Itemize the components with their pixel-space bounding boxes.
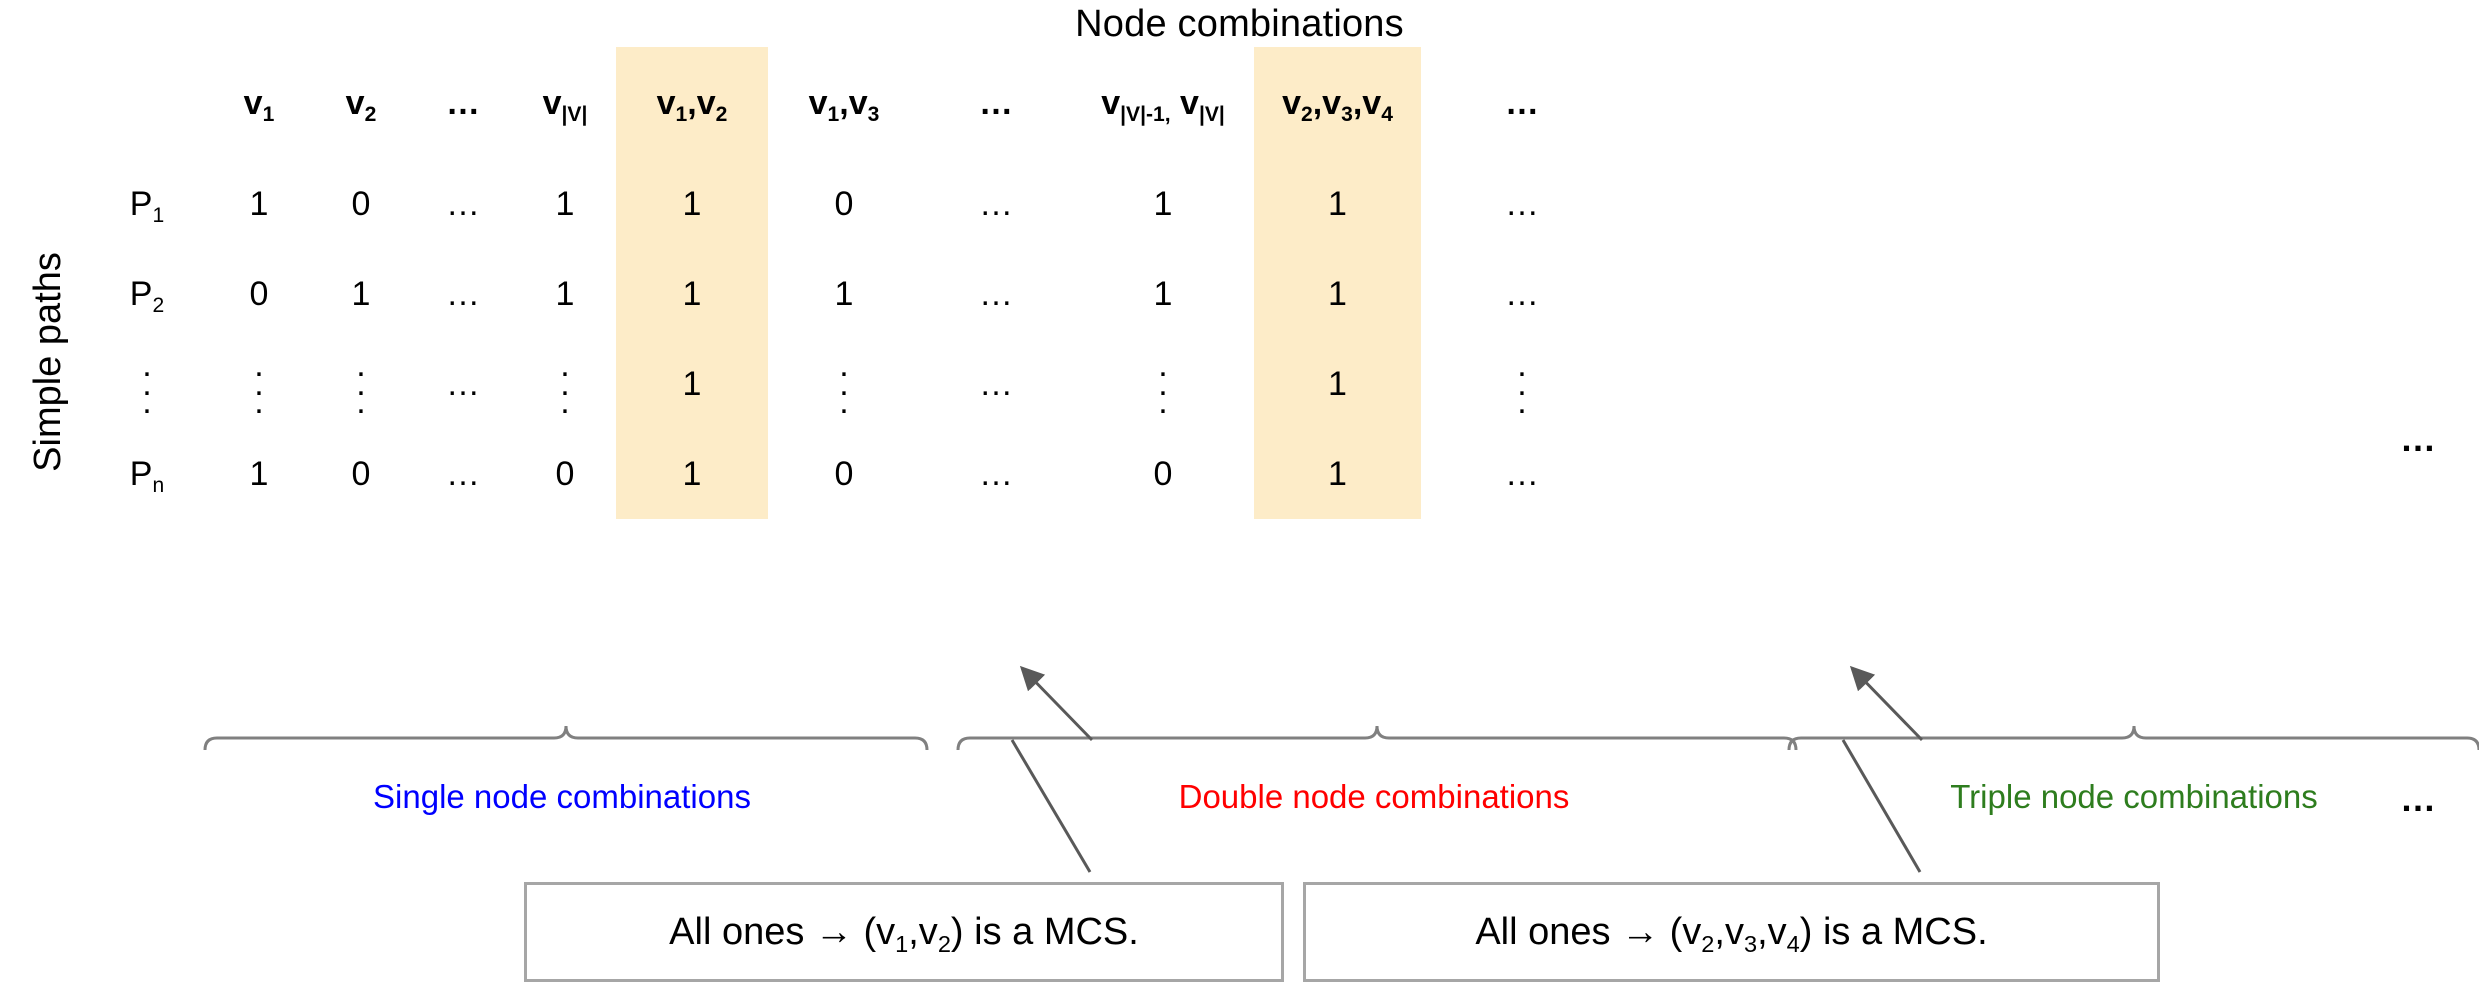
cell-pn-v1: 1	[249, 454, 269, 493]
cell-dots-v2v3v4: 1	[1254, 339, 1421, 429]
subscript: 2	[152, 293, 165, 317]
subscript: 1	[262, 102, 275, 126]
table-row: P2 0 1 … 1 1 1 … 1 1 …	[86, 249, 1623, 339]
cell-p2-tdot: …	[1505, 274, 1539, 313]
cell-dots-sdot: …	[446, 364, 480, 403]
header-text: v2	[345, 83, 377, 126]
vertical-ellipsis-icon: ...	[1517, 345, 1527, 422]
cell-p1-v1: 1	[249, 184, 269, 223]
cell-dots-v2: ...	[310, 339, 412, 429]
callout-text: All ones → (v2,v3,v4) is a MCS.	[1475, 910, 1988, 957]
row-label-p2: P2	[129, 274, 165, 317]
cell-p2-sdot: …	[446, 274, 480, 313]
vertical-ellipsis-icon: ...	[839, 345, 849, 422]
header-text: v|V|	[542, 83, 588, 126]
cell-p1-vV: 1	[555, 184, 575, 223]
column-header-vVm1-vV: v|V|-1, v|V|	[1072, 47, 1254, 159]
callout-v1v2: All ones → (v1,v2) is a MCS.	[524, 882, 1284, 982]
table-header-row: v1 v2 … v|V| v1,v2 v1,v3 … v|V|-1, v|V| …	[86, 47, 1623, 159]
cell-p2-vVm1: 1	[1153, 274, 1173, 313]
column-header-v1v3: v1,v3	[768, 47, 920, 159]
subscript: 2	[364, 102, 377, 126]
subscript: |V|	[561, 102, 588, 126]
subscript: n	[152, 473, 165, 497]
groups-continue-ellipsis: …	[2400, 778, 2440, 819]
cell-pn-tdot: …	[1505, 454, 1539, 493]
cell-p2-v2v3v4: 1	[1254, 249, 1421, 339]
column-header-v2: v2	[310, 47, 412, 159]
row-label-vdots: ...	[86, 339, 208, 429]
cell-dots-v1v2: 1	[616, 339, 768, 429]
cell-p2-v1v3: 1	[834, 274, 854, 313]
table-row: P1 1 0 … 1 1 0 … 1 1 …	[86, 159, 1623, 249]
column-header-triple-ellipsis: …	[1505, 83, 1539, 122]
callout-text: All ones → (v1,v2) is a MCS.	[669, 910, 1139, 957]
cell-dots-ddot: …	[979, 364, 1013, 403]
column-header-double-ellipsis: …	[979, 83, 1013, 122]
column-header-single-ellipsis: …	[446, 83, 480, 122]
cell-p1-tdot: …	[1505, 184, 1539, 223]
rows-continue-ellipsis: …	[2400, 418, 2440, 459]
vertical-ellipsis-icon: ...	[254, 345, 264, 422]
vertical-ellipsis-icon: ...	[142, 345, 152, 422]
cell-pn-sdot: …	[446, 454, 480, 493]
cell-dots-tdot: ...	[1421, 339, 1623, 429]
brace-double	[956, 725, 1798, 751]
vertical-ellipsis-icon: ...	[560, 345, 570, 422]
cell-p1-v2: 0	[351, 184, 371, 223]
table-row: ... ... ... … ... 1 ... … ... 1 ...	[86, 339, 1623, 429]
cell-dots-vVm1: ...	[1072, 339, 1254, 429]
header-text: v1,v3	[808, 83, 880, 126]
matrix-container: v1 v2 … v|V| v1,v2 v1,v3 … v|V|-1, v|V| …	[85, 46, 1624, 520]
table-row: Pn 1 0 … 0 1 0 … 0 1 …	[86, 429, 1623, 519]
column-header-vV: v|V|	[514, 47, 616, 159]
cell-p2-v2: 1	[351, 274, 371, 313]
cell-pn-v2v3v4: 1	[1254, 429, 1421, 519]
cell-p1-v1v2: 1	[616, 159, 768, 249]
header-text: v2,v3,v4	[1282, 83, 1393, 126]
cell-p2-v1: 0	[249, 274, 269, 313]
cell-dots-vV: ...	[514, 339, 616, 429]
cell-pn-vV: 0	[555, 454, 575, 493]
combination-matrix: v1 v2 … v|V| v1,v2 v1,v3 … v|V|-1, v|V| …	[85, 46, 1624, 520]
page-title: Node combinations	[1075, 3, 1404, 45]
group-label-double: Double node combinations	[1178, 778, 1570, 815]
brace-triple	[1787, 725, 2479, 751]
cell-p1-v1v3: 0	[834, 184, 854, 223]
cell-p1-sdot: …	[446, 184, 480, 223]
vertical-ellipsis-icon: ...	[356, 345, 366, 422]
brace-single	[203, 725, 929, 751]
cell-dots-v1v3: ...	[768, 339, 920, 429]
cell-pn-vVm1: 0	[1153, 454, 1173, 493]
cell-pn-v2: 0	[351, 454, 371, 493]
group-label-triple: Triple node combinations	[1950, 778, 2318, 815]
header-text: v1,v2	[656, 83, 728, 126]
cell-dots-v1: ...	[208, 339, 310, 429]
cell-pn-v1v2: 1	[616, 429, 768, 519]
cell-pn-ddot: …	[979, 454, 1013, 493]
cell-p2-ddot: …	[979, 274, 1013, 313]
column-header-v1v2: v1,v2	[616, 47, 768, 159]
cell-p1-vVm1: 1	[1153, 184, 1173, 223]
group-label-single: Single node combinations	[373, 778, 751, 815]
cell-p2-v1v2: 1	[616, 249, 768, 339]
cell-p1-v2v3v4: 1	[1254, 159, 1421, 249]
row-label-pn: Pn	[129, 454, 165, 497]
corner-cell	[86, 47, 208, 159]
y-axis-caption: Simple paths	[27, 252, 69, 472]
cell-pn-v1v3: 0	[834, 454, 854, 493]
cell-p2-vV: 1	[555, 274, 575, 313]
cell-p1-ddot: …	[979, 184, 1013, 223]
header-text: v1	[243, 83, 275, 126]
vertical-ellipsis-icon: ...	[1158, 345, 1168, 422]
row-label-p1: P1	[129, 184, 165, 227]
column-header-v1: v1	[208, 47, 310, 159]
arrow-to-cell-v2v3v4	[1849, 665, 1924, 742]
callout-v2v3v4: All ones → (v2,v3,v4) is a MCS.	[1303, 882, 2160, 982]
arrow-to-cell-v1v2	[1019, 665, 1094, 742]
subscript: 1	[152, 203, 165, 227]
column-header-v2v3v4: v2,v3,v4	[1254, 47, 1421, 159]
header-text: v|V|-1, v|V|	[1101, 83, 1225, 126]
